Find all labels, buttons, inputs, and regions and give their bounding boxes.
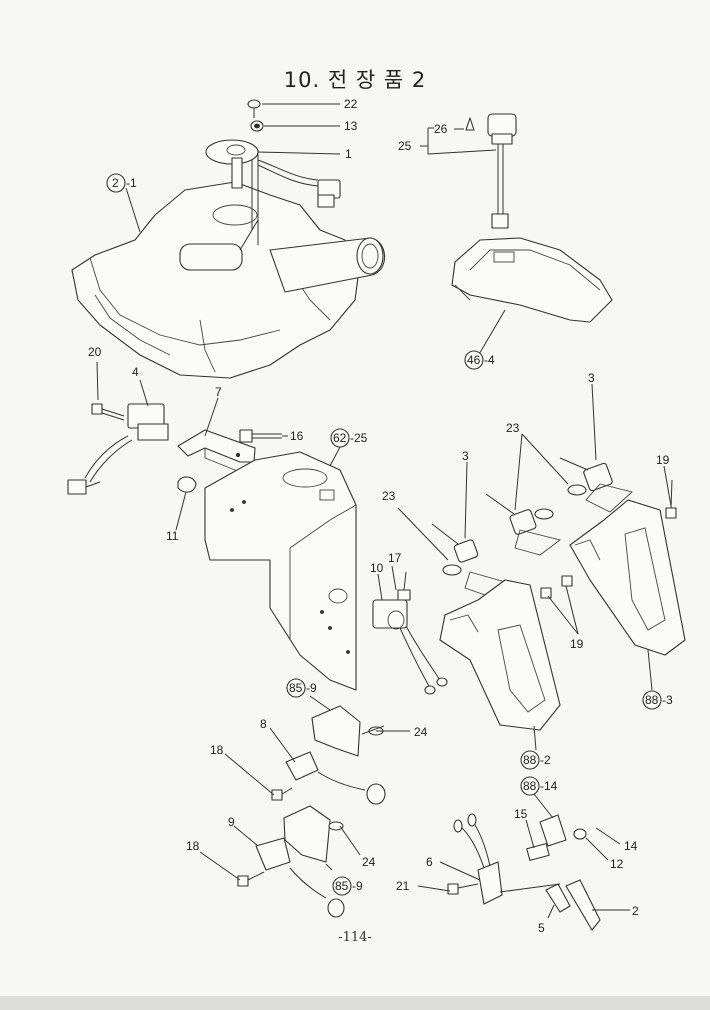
- callout-4: 4: [132, 365, 139, 379]
- callout-10: 10: [370, 561, 384, 575]
- bolts-19: [540, 479, 677, 599]
- callout-88-2: -2: [540, 753, 551, 767]
- callout-24: 24: [414, 725, 428, 739]
- callout-8: 8: [260, 717, 267, 731]
- callout-circle: [520, 776, 540, 796]
- callout-85-9: -9: [352, 879, 363, 893]
- callout-5: 5: [538, 921, 545, 935]
- callout-85-9: -9: [306, 681, 317, 695]
- callout-17: 17: [388, 551, 402, 565]
- page-title: 10. 전 장 품 2: [283, 68, 427, 92]
- fuel-tank: [71, 150, 386, 379]
- callout-circled-ref: 85: [289, 681, 303, 695]
- callout-88-3: -3: [662, 693, 673, 707]
- callout-19: 19: [656, 453, 670, 467]
- callout-22: 22: [344, 97, 358, 111]
- callout-26: 26: [434, 122, 448, 136]
- callout-19: 19: [570, 637, 584, 651]
- switch-bracket-9: [237, 805, 345, 918]
- callout-13: 13: [344, 119, 358, 133]
- page-number: -114-: [338, 930, 372, 945]
- leader-lines: [96, 103, 672, 919]
- callout-circle: [520, 750, 540, 770]
- callout-23: 23: [506, 421, 520, 435]
- callout-1: 1: [345, 147, 352, 161]
- callout-circled-ref: 88: [523, 779, 537, 793]
- seat-base: [451, 237, 613, 323]
- callout-3: 3: [588, 371, 595, 385]
- callout-25: 25: [398, 139, 412, 153]
- switch-bracket-8: [271, 705, 386, 805]
- callout-18: 18: [186, 839, 200, 853]
- callout-23: 23: [382, 489, 396, 503]
- callout-circled-ref: 2: [112, 176, 119, 190]
- callout-2-1: -1: [126, 176, 137, 190]
- callout-6: 6: [426, 855, 433, 869]
- callout-circle: [642, 690, 662, 710]
- relay-unit: [67, 403, 169, 495]
- scan-edge: [0, 996, 710, 1010]
- callout-21: 21: [396, 879, 410, 893]
- callout-circled-ref: 88: [523, 753, 537, 767]
- callout-3: 3: [462, 449, 469, 463]
- callout-circle: [464, 350, 484, 370]
- callout-circled-ref: 62: [333, 431, 347, 445]
- lever-bracket-88-3: [569, 499, 686, 656]
- callout-circled-ref: 85: [335, 879, 349, 893]
- callout-2: 2: [632, 904, 639, 918]
- main-panel-bracket: [204, 451, 357, 691]
- callout-circled-ref: 46: [467, 353, 481, 367]
- seat-switch-assembly: [465, 113, 517, 229]
- callout-20: 20: [88, 345, 102, 359]
- callout-88-14: -14: [540, 779, 558, 793]
- callout-24: 24: [362, 855, 376, 869]
- callout-11: 11: [166, 529, 179, 543]
- callout-labels: 22 13 1 2 -1 26 25 46 -4 20 4 7 16 62 -2…: [88, 97, 673, 935]
- callout-14: 14: [624, 839, 638, 853]
- callout-15: 15: [514, 807, 528, 821]
- callout-12: 12: [610, 857, 624, 871]
- switch-unit: [372, 571, 448, 695]
- callout-16: 16: [290, 429, 304, 443]
- callout-circle: [332, 876, 352, 896]
- callout-7: 7: [215, 385, 222, 399]
- micro-switches: [431, 457, 633, 597]
- lever-bracket-88-2: [439, 579, 561, 731]
- mounting-bracket: [177, 429, 282, 493]
- callout-circle: [286, 678, 306, 698]
- callout-62-25: -25: [350, 431, 368, 445]
- fuel-sender-unit: [205, 99, 341, 208]
- callout-circle: [106, 173, 126, 193]
- callout-9: 9: [228, 815, 235, 829]
- callout-circle: [330, 428, 350, 448]
- callout-18: 18: [210, 743, 224, 757]
- lower-switch-assembly: [447, 813, 601, 931]
- callout-46-4: -4: [484, 353, 495, 367]
- callout-circled-ref: 88: [645, 693, 659, 707]
